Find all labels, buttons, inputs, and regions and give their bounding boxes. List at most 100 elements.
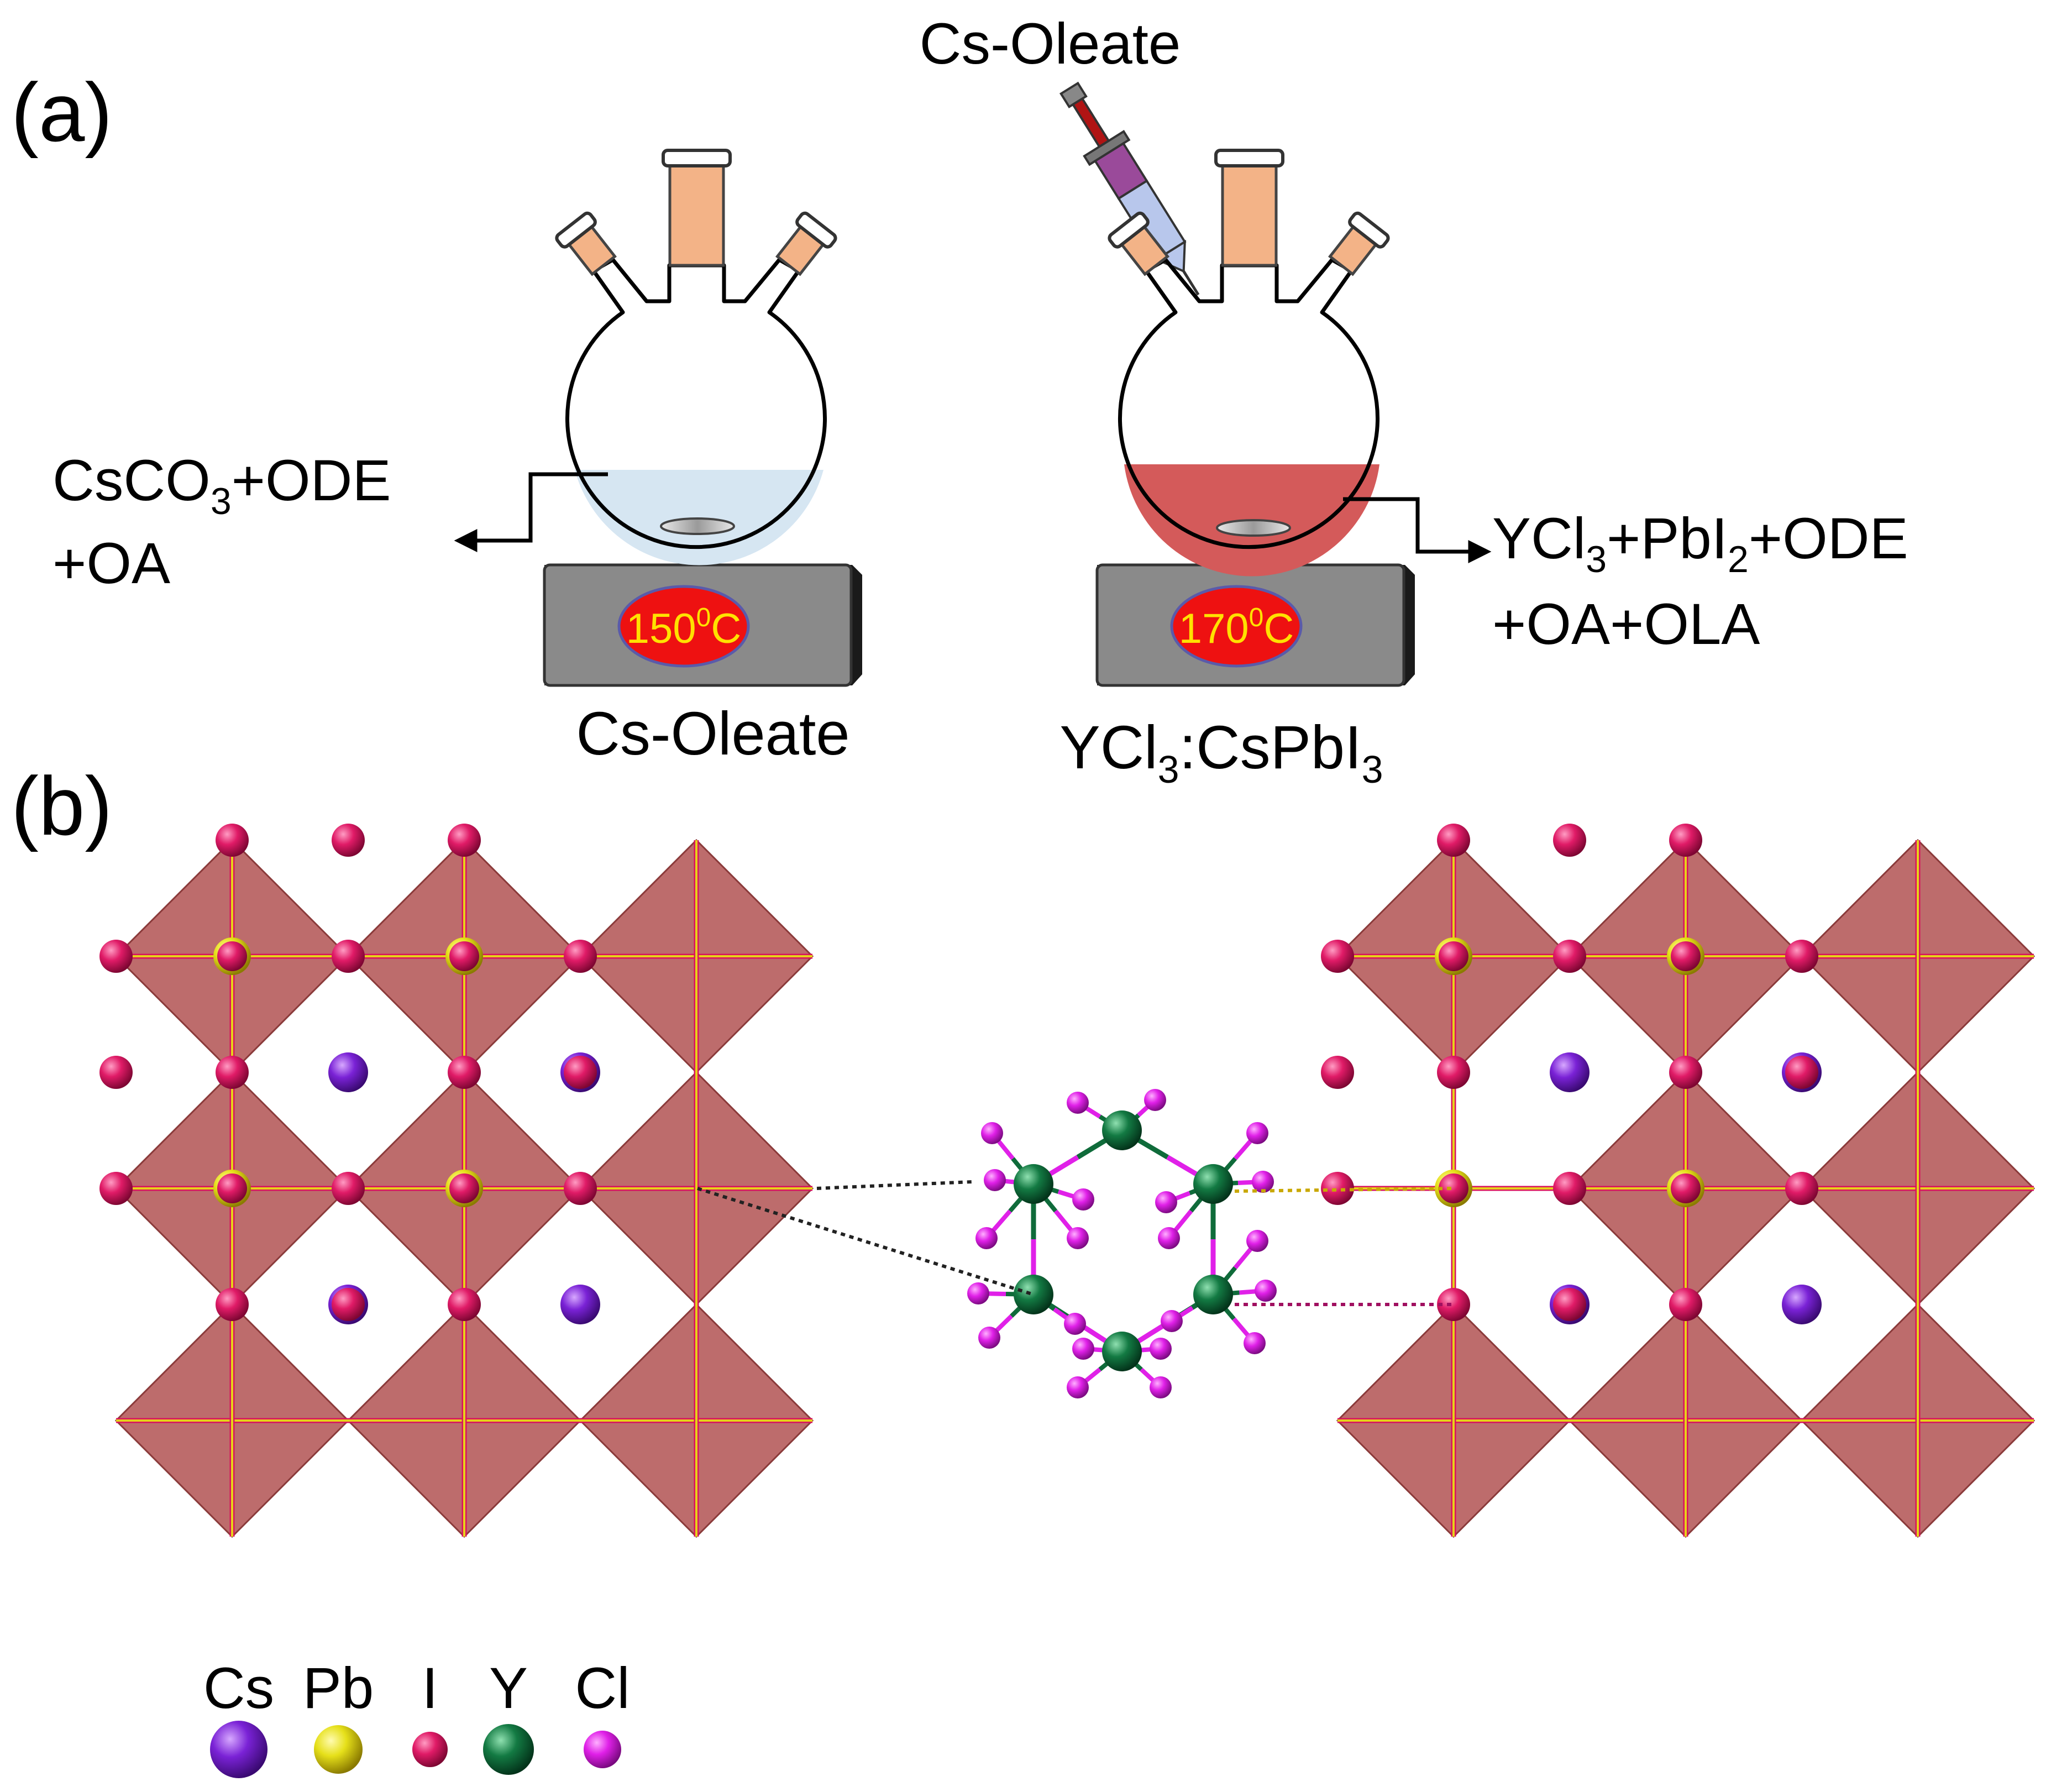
chlorine-atom (978, 1327, 1000, 1349)
iodine-atom (1553, 940, 1586, 973)
chlorine-atom (975, 1227, 998, 1249)
iodine-atom (216, 1288, 249, 1321)
panel-a: (a) Cs-Oleate 1500C (11, 12, 1908, 791)
legend-atom-cl (584, 1731, 621, 1768)
connector-right-upper (1234, 1187, 1454, 1193)
iodine-atom (216, 1056, 249, 1089)
left-stir-bar (660, 517, 735, 535)
syringe (1059, 81, 1200, 296)
cesium-atom (1550, 1052, 1590, 1092)
chlorine-atom (1246, 1230, 1268, 1252)
cesium-atom (560, 1285, 600, 1324)
left-arrow (454, 472, 608, 552)
iodine-atom (332, 1288, 365, 1321)
panel-b: (b) (11, 759, 2036, 1538)
cesium-atom (1782, 1285, 1822, 1324)
yttrium-atom (1102, 1332, 1142, 1371)
iodine-atom (332, 1172, 365, 1205)
iodine-atom (216, 824, 249, 857)
chlorine-atom (1067, 1227, 1089, 1249)
iodine-atom (1669, 1056, 1702, 1089)
right-reagent-line1: YCl3+PbI2+ODE (1492, 506, 1908, 580)
legend-symbol-i: I (422, 1656, 438, 1721)
iodine-atom (1553, 1288, 1586, 1321)
legend-symbol-cs: Cs (203, 1656, 274, 1721)
right-arrow (1343, 497, 1492, 563)
chlorine-atom (1252, 1171, 1274, 1193)
iodine-atom (332, 824, 365, 857)
chlorine-atom (1155, 1191, 1177, 1213)
chlorine-atom (1150, 1338, 1172, 1360)
chlorine-atom (967, 1282, 989, 1304)
chlorine-atom (1255, 1280, 1277, 1302)
right-temperature: 1700C (1179, 603, 1294, 652)
yttrium-atom (1014, 1275, 1053, 1314)
right-flask: 1700C YCl3+PbI2+ODE +OA+OLA YCl3:CsPbI3 (1059, 149, 1908, 791)
left-flask: 1500C CsCO3+ODE +OA Cs-Oleate (53, 149, 862, 768)
chlorine-atom (1246, 1122, 1268, 1144)
chlorine-atom (1244, 1332, 1266, 1354)
yttrium-atom (1193, 1275, 1233, 1314)
iodine-atom (1553, 1172, 1586, 1205)
chlorine-atom (984, 1169, 1006, 1191)
ycl3-cluster (967, 1089, 1277, 1398)
iodine-atom (1669, 824, 1702, 857)
panel-a-label: (a) (11, 66, 112, 159)
iodine-atom (1671, 941, 1701, 971)
iodine-atom (1437, 1288, 1470, 1321)
yttrium-atom (1102, 1110, 1142, 1150)
iodine-atom (1669, 1288, 1702, 1321)
chlorine-atom (981, 1122, 1003, 1144)
yttrium-atom (1014, 1164, 1053, 1204)
chlorine-atom (1161, 1310, 1183, 1332)
left-hot-plate: 1500C (543, 563, 862, 687)
iodine-atom (1437, 824, 1470, 857)
connector-lines (697, 1180, 1454, 1306)
chlorine-atom (1144, 1089, 1166, 1111)
chlorine-atom (1072, 1338, 1094, 1360)
iodine-atom (1785, 940, 1818, 973)
right-stir-bar (1216, 519, 1291, 537)
iodine-atom (564, 1172, 597, 1205)
left-stoppers (555, 149, 837, 276)
left-reagent-line1: CsCO3+ODE (53, 448, 391, 522)
iodine-atom (448, 824, 481, 857)
connector-left-lower (697, 1187, 1034, 1296)
iodine-atom (1321, 940, 1354, 973)
legend-symbol-pb: Pb (303, 1656, 374, 1721)
chlorine-atom (1067, 1376, 1089, 1398)
iodine-atom (99, 1056, 133, 1089)
iodine-atom (448, 1288, 481, 1321)
chlorine-atom (1067, 1092, 1089, 1114)
right-hot-plate: 1700C (1095, 563, 1415, 687)
iodine-atom (1321, 1172, 1354, 1205)
iodine-atom (1785, 1172, 1818, 1205)
iodine-atom (99, 1172, 133, 1205)
iodine-atom (217, 1173, 247, 1203)
legend-symbol-cl: Cl (575, 1656, 630, 1721)
left-flask-caption: Cs-Oleate (576, 700, 849, 768)
iodine-atom (449, 1173, 479, 1203)
right-reagent-line2: +OA+OLA (1492, 592, 1760, 657)
right-stoppers (1108, 149, 1390, 276)
iodine-atom (448, 1056, 481, 1089)
legend-atom-pb (314, 1725, 363, 1774)
right-flask-outline (1118, 258, 1379, 549)
legend-atom-i (412, 1732, 448, 1767)
legend-symbol-y: Y (489, 1656, 528, 1721)
iodine-atom (332, 940, 365, 973)
left-flask-outline (565, 258, 827, 549)
iodine-atom (1437, 1056, 1470, 1089)
chlorine-atom (1150, 1376, 1172, 1398)
iodine-atom (564, 940, 597, 973)
iodine-atom (1671, 1173, 1701, 1203)
chlorine-atom (1072, 1188, 1094, 1211)
iodine-atom (1439, 941, 1468, 971)
left-temperature: 1500C (626, 603, 741, 652)
chlorine-atom (1064, 1313, 1086, 1335)
iodine-atom (99, 940, 133, 973)
cesium-atom (328, 1052, 368, 1092)
